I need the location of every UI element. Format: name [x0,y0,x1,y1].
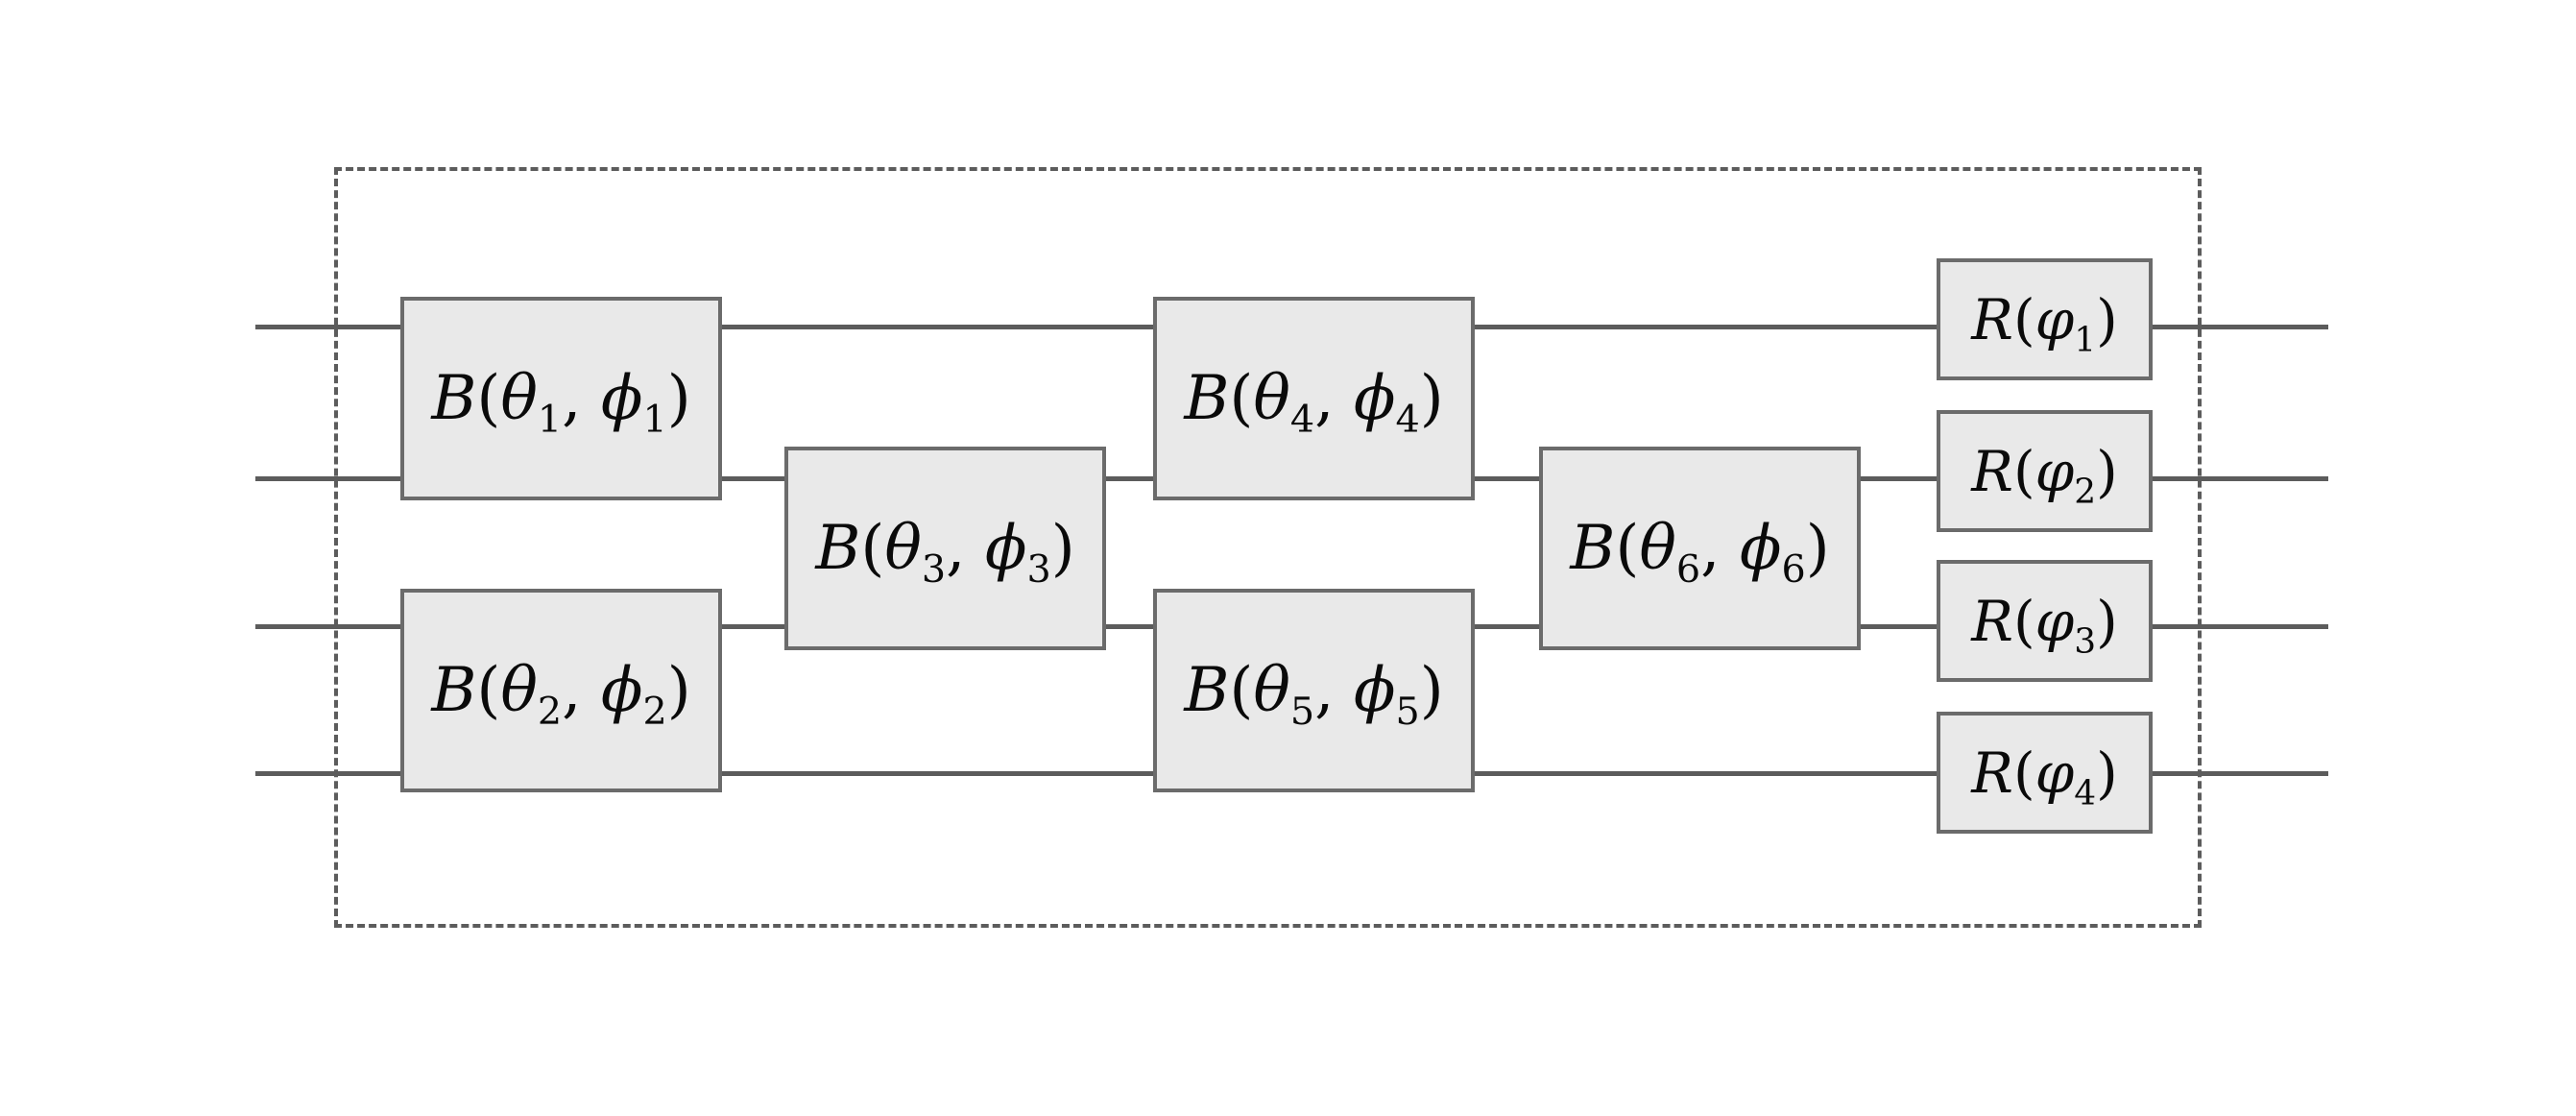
gate-R4-rotation: R(φ4) [1937,712,2153,834]
gate-B2-beamsplitter: B(θ2, ϕ2) [400,589,722,792]
gate-label: R(φ1) [1971,286,2118,360]
gate-label: B(θ1, ϕ1) [431,363,691,442]
gate-R1-rotation: R(φ1) [1937,258,2153,380]
gate-label: B(θ3, ϕ3) [815,513,1075,592]
circuit-dashed-boundary [334,167,2202,928]
gate-label: B(θ5, ϕ5) [1184,655,1444,734]
gate-label: B(θ6, ϕ6) [1570,513,1830,592]
gate-B4-beamsplitter: B(θ4, ϕ4) [1153,297,1475,500]
gate-label: R(φ2) [1971,438,2118,512]
gate-label: B(θ4, ϕ4) [1184,363,1444,442]
gate-B6-beamsplitter: B(θ6, ϕ6) [1539,447,1861,650]
gate-R2-rotation: R(φ2) [1937,410,2153,532]
gate-B3-beamsplitter: B(θ3, ϕ3) [784,447,1106,650]
gate-label: R(φ4) [1971,740,2118,813]
gate-B1-beamsplitter: B(θ1, ϕ1) [400,297,722,500]
gate-R3-rotation: R(φ3) [1937,560,2153,682]
gate-B5-beamsplitter: B(θ5, ϕ5) [1153,589,1475,792]
gate-label: R(φ3) [1971,588,2118,662]
gate-label: B(θ2, ϕ2) [431,655,691,734]
